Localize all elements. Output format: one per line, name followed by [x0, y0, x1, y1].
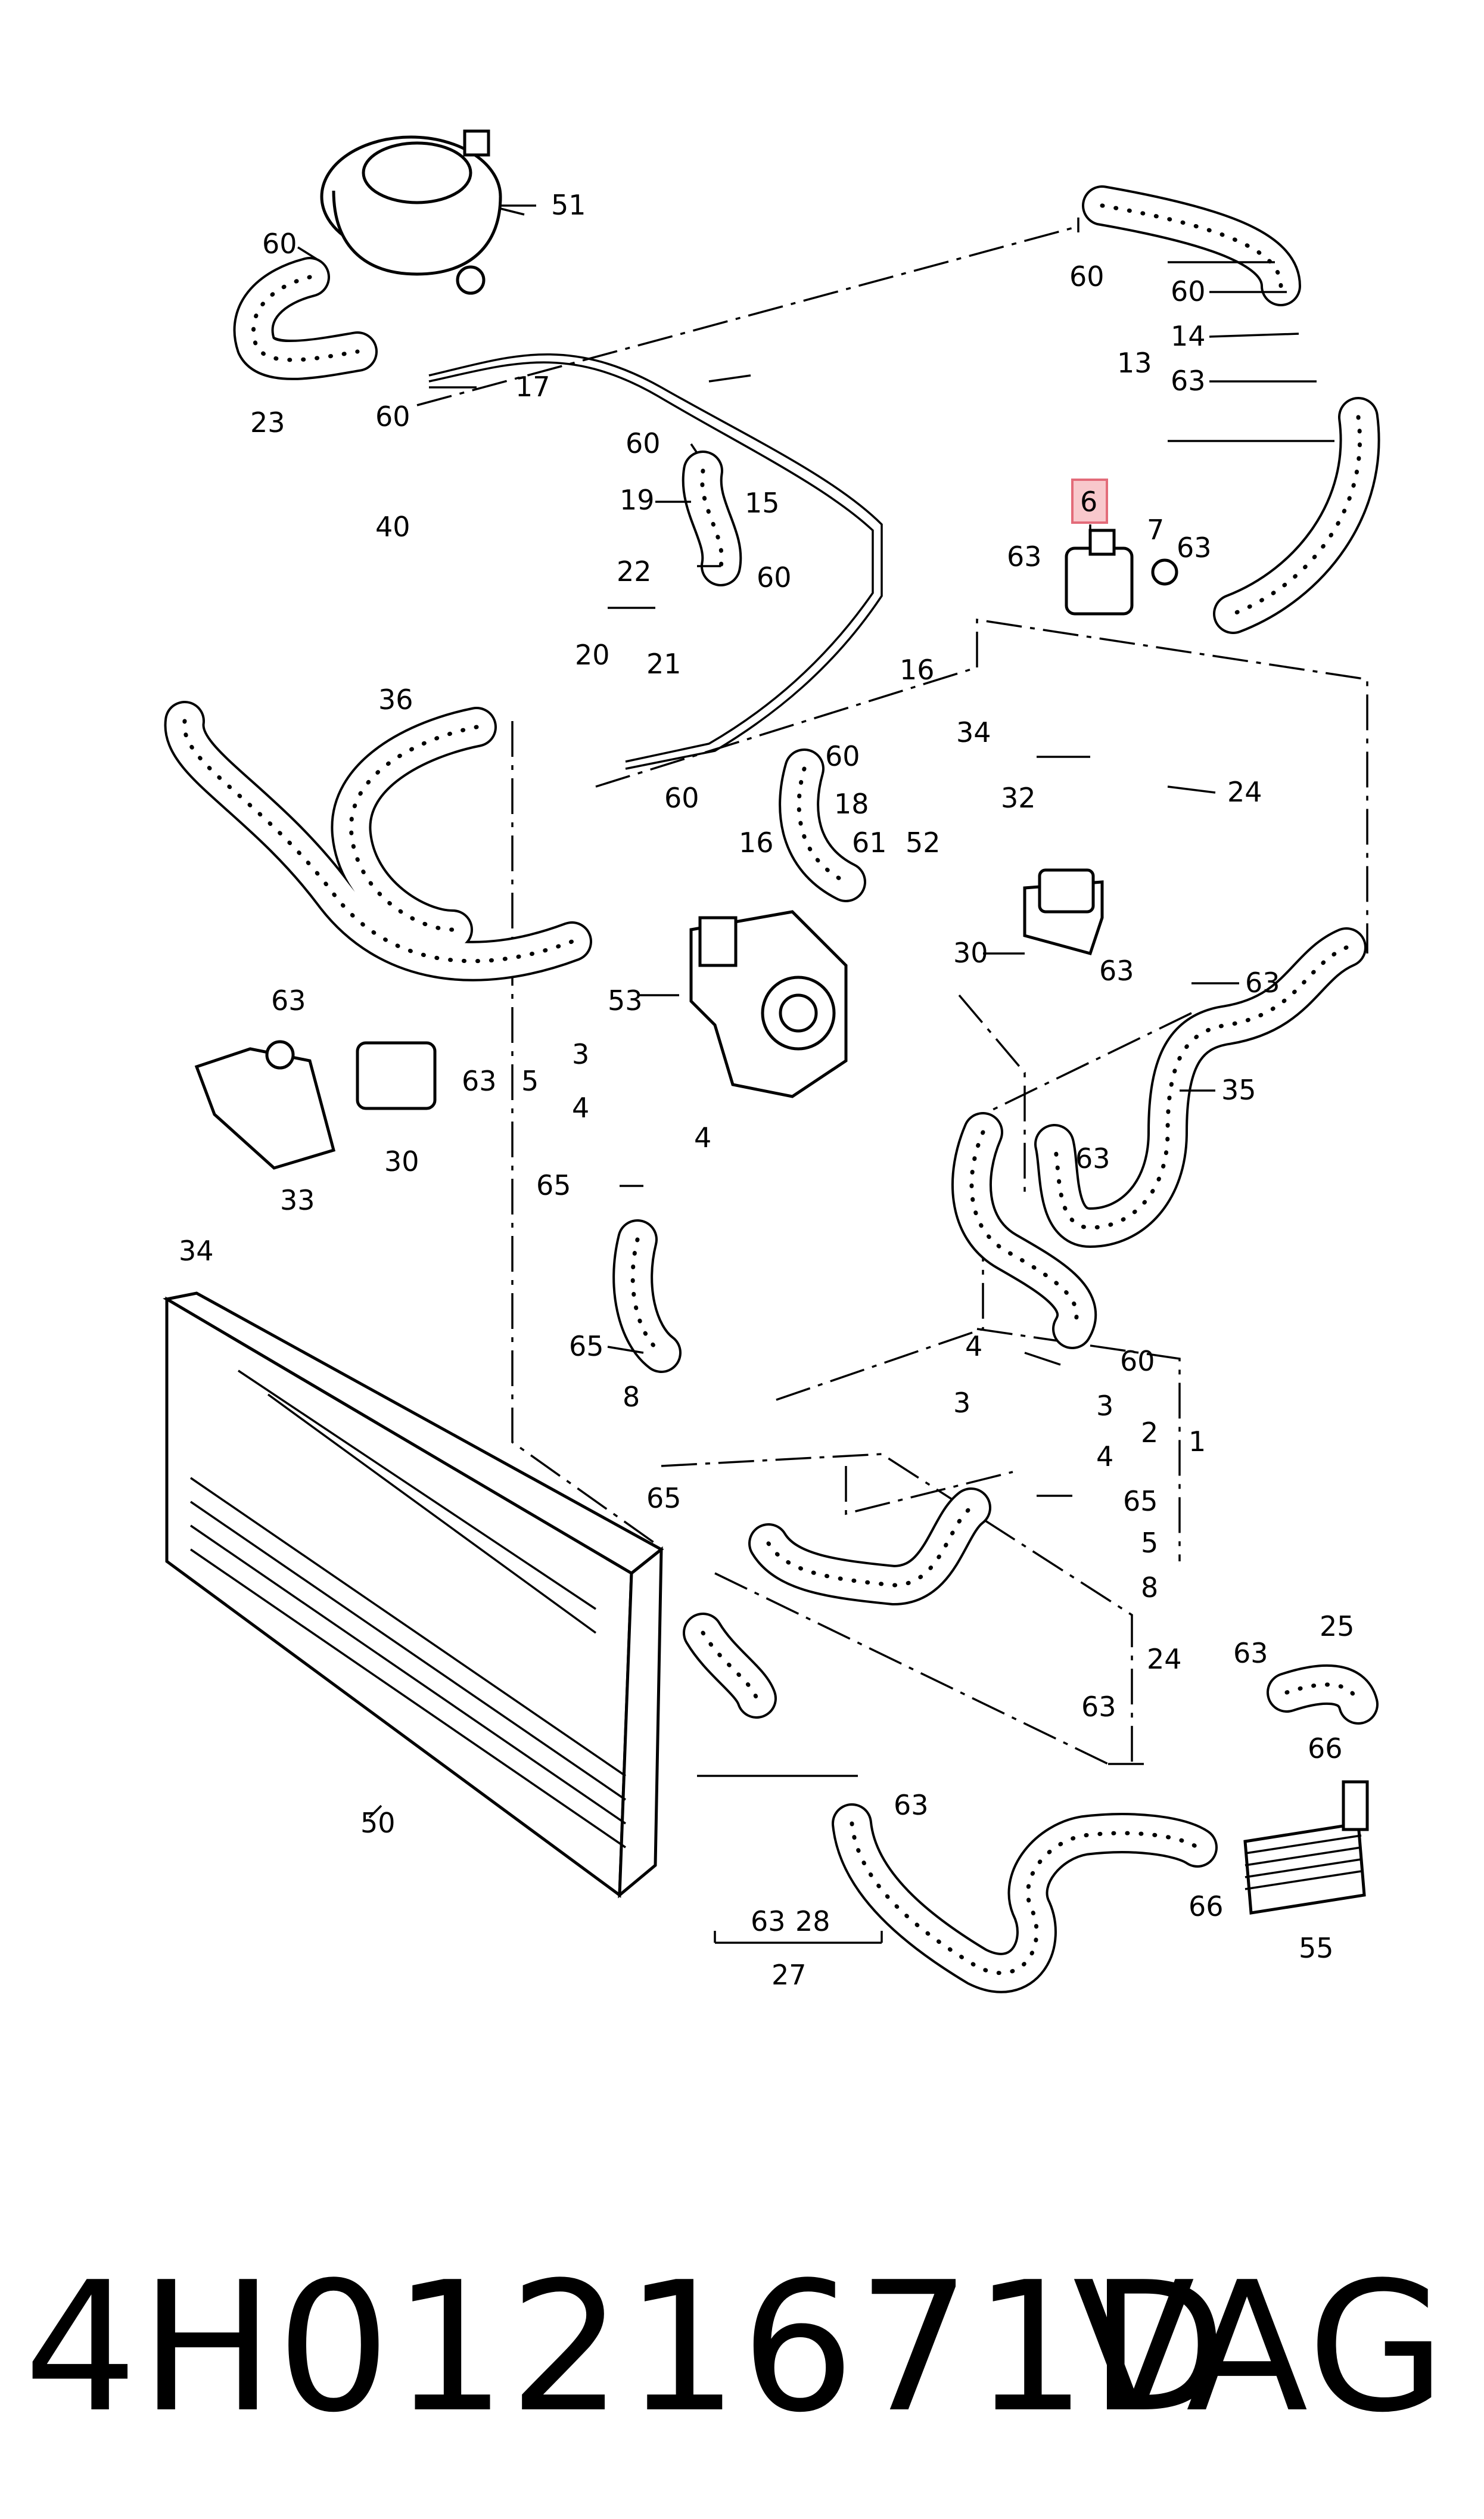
brand-name: VAG — [1072, 2244, 1448, 2452]
callout-32: 32 — [1001, 782, 1036, 814]
callout-60: 60 — [825, 740, 860, 772]
callout-66: 66 — [1189, 1890, 1224, 1922]
callout-63: 63 — [1099, 955, 1134, 987]
part-number: 4H0121671D — [24, 2244, 1230, 2452]
callout-53: 53 — [608, 984, 643, 1017]
callout-3: 3 — [1096, 1390, 1113, 1422]
callout-55: 55 — [1299, 1932, 1334, 1964]
callout-60: 60 — [1069, 260, 1105, 293]
callout-63: 63 — [1081, 1691, 1116, 1723]
callout-3: 3 — [572, 1038, 589, 1070]
leader-lines — [297, 204, 1334, 1944]
callout-35: 35 — [1221, 1074, 1256, 1106]
callout-labels: 51 60 60 17 23 60 60 15 19 22 60 40 20 2… — [179, 189, 1355, 1991]
callout-14: 14 — [1171, 320, 1206, 352]
callout-63: 63 — [751, 1905, 786, 1937]
callout-63: 63 — [1075, 1142, 1110, 1175]
rigid-coolant-pipes — [428, 353, 883, 770]
callout-63: 63 — [462, 1065, 497, 1097]
callout-13: 13 — [1117, 347, 1152, 379]
callout-66: 66 — [1308, 1732, 1343, 1765]
callout-63: 63 — [894, 1789, 929, 1821]
callout-2: 2 — [1141, 1417, 1158, 1449]
callout-60: 60 — [664, 782, 699, 814]
callout-3: 3 — [953, 1387, 970, 1419]
callout-60: 60 — [626, 427, 661, 459]
callout-63: 63 — [1245, 967, 1280, 999]
callout-65: 65 — [1123, 1485, 1158, 1517]
callout-17: 17 — [515, 371, 550, 403]
callout-23: 23 — [250, 406, 285, 439]
oil-cooler — [1243, 1780, 1369, 1915]
callout-65: 65 — [536, 1169, 571, 1201]
callout-4: 4 — [572, 1092, 589, 1124]
callout-24: 24 — [1227, 776, 1262, 808]
callout-4: 4 — [965, 1330, 982, 1362]
callout-63: 63 — [1171, 365, 1206, 397]
callout-60: 60 — [375, 400, 410, 433]
callout-7: 7 — [1147, 514, 1164, 546]
callout-4: 4 — [1096, 1440, 1113, 1473]
callout-60: 60 — [1120, 1345, 1155, 1377]
highlight-box-part-6 — [1071, 479, 1108, 524]
callout-63: 63 — [1177, 532, 1212, 564]
callout-40: 40 — [375, 511, 410, 543]
cooling-system-exploded-diagram: 51 60 60 17 23 60 60 15 19 22 60 40 20 2… — [163, 129, 1380, 1993]
callout-1: 1 — [1189, 1425, 1206, 1458]
left-pump-assembly — [194, 1040, 437, 1170]
callout-63: 63 — [1233, 1637, 1268, 1669]
callout-16: 16 — [739, 827, 774, 859]
callout-34: 34 — [956, 716, 991, 748]
callout-60: 60 — [757, 561, 792, 594]
callout-5: 5 — [1141, 1527, 1158, 1559]
callout-20: 20 — [575, 639, 610, 671]
callout-8: 8 — [623, 1381, 640, 1413]
coolant-hoses — [164, 185, 1380, 1993]
callout-6-highlighted: 6 — [1080, 486, 1097, 518]
callout-4: 4 — [694, 1122, 711, 1154]
callout-60: 60 — [1171, 275, 1206, 308]
callout-65: 65 — [569, 1330, 604, 1362]
callout-52: 52 — [906, 827, 941, 859]
callout-51: 51 — [551, 189, 586, 221]
callout-28: 28 — [795, 1905, 830, 1937]
auxiliary-coolant-pump — [1023, 529, 1178, 956]
callout-61: 61 — [852, 827, 887, 859]
callout-36: 36 — [378, 684, 413, 716]
callout-22: 22 — [617, 555, 652, 588]
callout-16: 16 — [900, 654, 935, 686]
callout-15: 15 — [745, 487, 780, 519]
callout-30: 30 — [953, 937, 988, 969]
callout-24: 24 — [1147, 1643, 1182, 1675]
callout-34: 34 — [179, 1235, 214, 1267]
callout-65: 65 — [646, 1482, 682, 1514]
radiator — [163, 1291, 664, 1899]
thermostat-housing — [689, 910, 848, 1098]
expansion-tank — [320, 129, 525, 295]
part-number-footer: 4H0121671D VAG — [0, 2241, 1484, 2455]
callout-21: 21 — [646, 648, 682, 680]
callout-33: 33 — [280, 1184, 315, 1216]
callout-5: 5 — [521, 1065, 539, 1097]
callout-63: 63 — [1007, 541, 1042, 573]
callout-50: 50 — [360, 1807, 396, 1839]
callout-18: 18 — [834, 788, 869, 820]
callout-27: 27 — [771, 1959, 807, 1991]
callout-8: 8 — [1141, 1571, 1158, 1604]
callout-30: 30 — [384, 1145, 419, 1178]
callout-63: 63 — [271, 984, 306, 1017]
callout-19: 19 — [620, 484, 655, 516]
callout-60: 60 — [262, 228, 297, 260]
callout-25: 25 — [1320, 1610, 1355, 1642]
